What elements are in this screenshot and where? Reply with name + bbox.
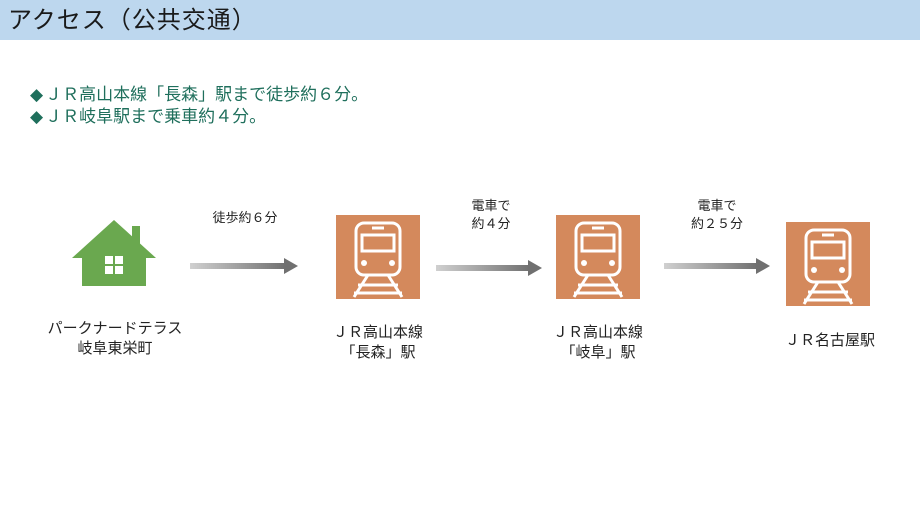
step-label: 電車で 約４分 — [436, 198, 546, 234]
station-line-name: ＪＲ高山本線 — [332, 323, 423, 341]
train-icon — [786, 222, 870, 306]
arrow-right-icon — [436, 260, 542, 276]
station-name: 「岐阜」駅 — [560, 343, 636, 361]
start-location-name: パークナードテラス — [47, 319, 183, 337]
bullet-item: ◆ＪＲ岐阜駅まで乗車約４分。 — [30, 106, 368, 128]
start-location-label: パークナードテラス 岐阜東栄町 — [30, 318, 200, 358]
step-duration: 約２５分 — [690, 217, 743, 232]
station-name: ＪＲ名古屋駅 — [784, 331, 875, 349]
diamond-bullet-icon: ◆ — [30, 85, 44, 105]
step-mode: 電車で — [471, 199, 511, 214]
station-label: ＪＲ高山本線 「岐阜」駅 — [520, 322, 676, 362]
arrow-right-icon — [190, 258, 298, 274]
station-label: ＪＲ名古屋駅 — [752, 330, 908, 350]
start-location-area: 岐阜東栄町 — [77, 339, 153, 357]
house-icon — [72, 220, 156, 286]
step-label: 徒歩約６分 — [190, 210, 300, 228]
station-name: 「長森」駅 — [340, 343, 416, 361]
diamond-bullet-icon: ◆ — [30, 107, 44, 127]
page-title: アクセス（公共交通） — [8, 6, 257, 34]
step-label: 電車で 約２５分 — [662, 198, 772, 234]
step-duration: 約４分 — [471, 217, 511, 232]
page-header: アクセス（公共交通） — [0, 0, 920, 40]
bullet-text: ＪＲ高山本線「長森」駅まで徒歩約６分。 — [45, 85, 369, 105]
station-line-name: ＪＲ高山本線 — [552, 323, 643, 341]
step-mode: 電車で — [697, 199, 737, 214]
bullet-text: ＪＲ岐阜駅まで乗車約４分。 — [45, 107, 267, 127]
step-duration: 徒歩約６分 — [212, 211, 278, 226]
arrow-right-icon — [664, 258, 770, 274]
station-label: ＪＲ高山本線 「長森」駅 — [300, 322, 456, 362]
train-icon — [336, 215, 420, 299]
bullet-item: ◆ＪＲ高山本線「長森」駅まで徒歩約６分。 — [30, 84, 368, 106]
train-icon — [556, 215, 640, 299]
access-summary: ◆ＪＲ高山本線「長森」駅まで徒歩約６分。 ◆ＪＲ岐阜駅まで乗車約４分。 — [30, 84, 368, 128]
